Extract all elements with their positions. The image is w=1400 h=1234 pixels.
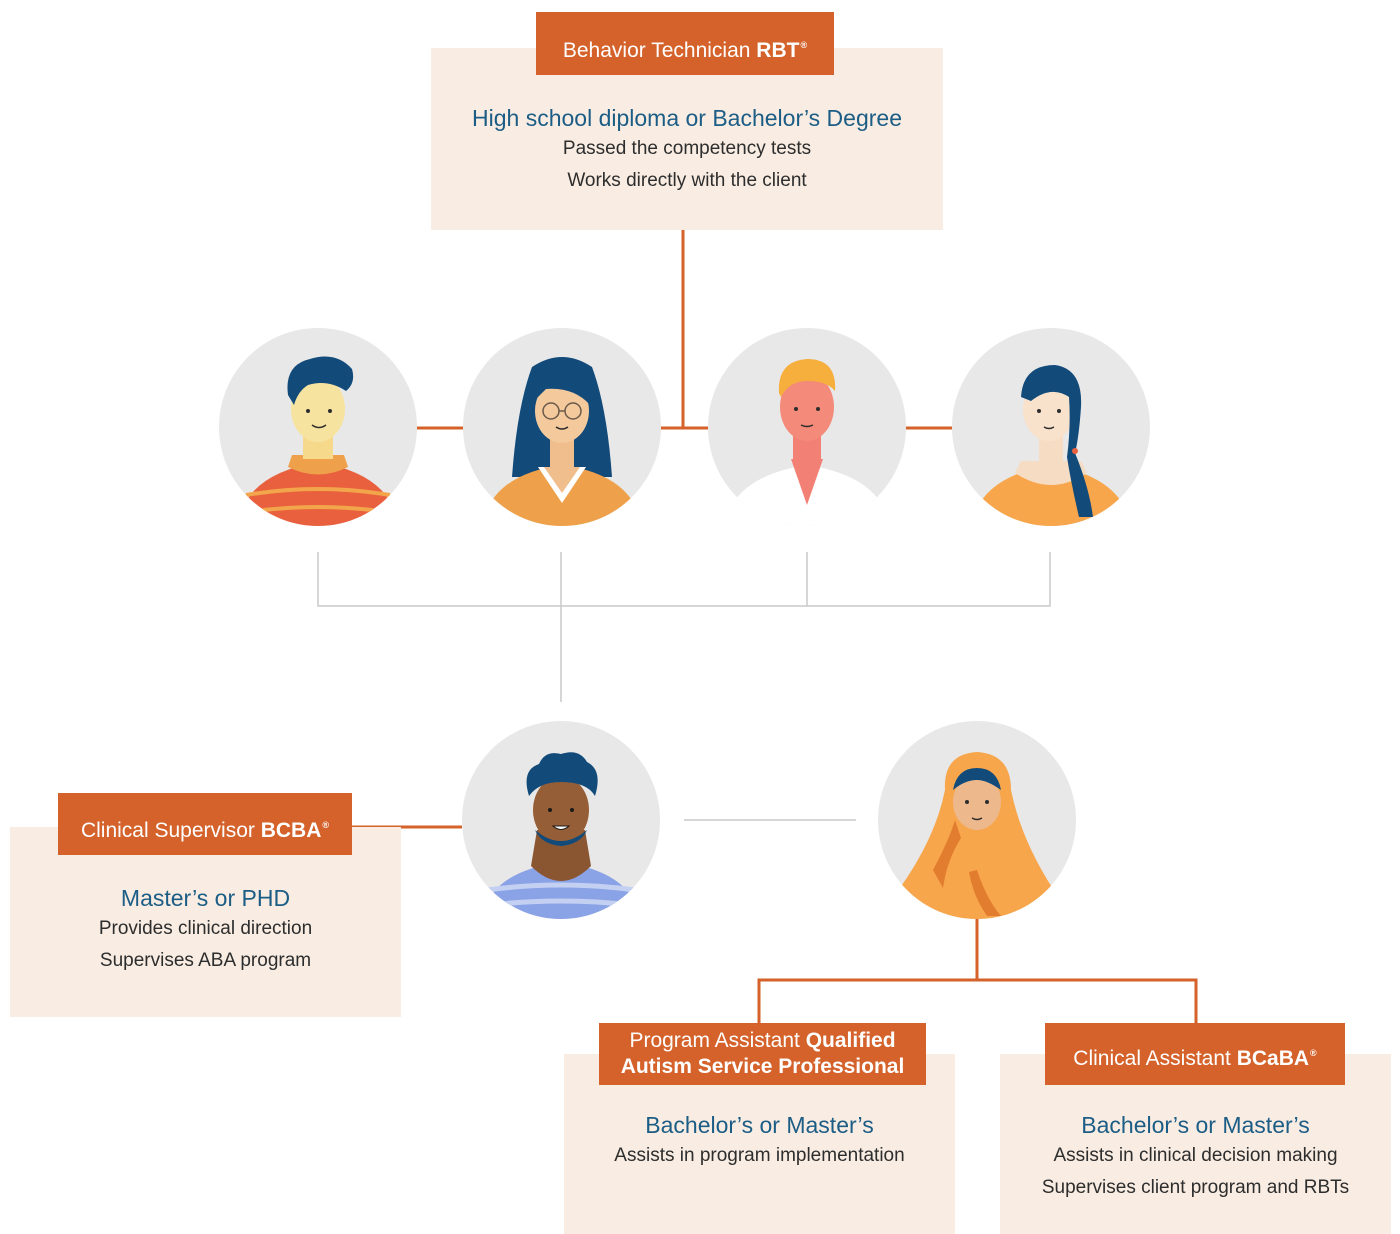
qasp-title: Program Assistant	[629, 1029, 800, 1052]
bcba-duty: Provides clinical direction	[98, 918, 313, 939]
qasp-degree: Bachelor’s or Master’s	[645, 1112, 874, 1138]
bcba-card: Master’s or PHD Provides clinical direct…	[10, 827, 401, 1017]
connector-grey-left	[317, 552, 1051, 607]
rbt-degree: High school diploma or Bachelor’s Degree	[472, 105, 902, 131]
rbt-duty: Passed the competency tests	[562, 138, 812, 159]
bcba-credential: BCBA	[260, 819, 322, 842]
qasp-duty: Assists in program implementation	[614, 1145, 905, 1166]
qasp-credential-2: Autism Service Professional	[620, 1055, 905, 1078]
avatar	[219, 328, 417, 526]
avatar	[878, 721, 1076, 919]
bcba-title-tag: Clinical Supervisor BCBA®	[58, 793, 352, 855]
bcaba-duty: Assists in clinical decision making	[1053, 1145, 1338, 1166]
registered-mark: ®	[1310, 1048, 1317, 1058]
bcaba-degree: Bachelor’s or Master’s	[1081, 1112, 1310, 1138]
connector-avatar6-branch	[757, 918, 979, 1023]
qasp-title-tag: Program Assistant Qualified Autism Servi…	[599, 1023, 926, 1085]
bcba-title: Clinical Supervisor	[80, 819, 255, 842]
qasp-credential-1: Qualified	[805, 1029, 896, 1052]
bcaba-title-tag: Clinical Assistant BCaBA®	[1045, 1023, 1345, 1085]
avatar	[463, 328, 661, 526]
rbt-card: High school diploma or Bachelor’s Degree…	[431, 48, 943, 230]
rbt-credential: RBT	[756, 39, 800, 62]
avatar	[708, 328, 906, 526]
qasp-title-line2: Autism Service Professional	[599, 1054, 926, 1080]
registered-mark: ®	[800, 40, 808, 50]
bcaba-title: Clinical Assistant	[1073, 1047, 1231, 1070]
avatar	[462, 721, 660, 919]
qasp-title-line1: Program Assistant Qualified	[599, 1028, 926, 1054]
avatar	[952, 328, 1150, 526]
bcaba-duty: Supervises client program and RBTs	[1041, 1177, 1350, 1198]
bcba-degree: Master’s or PHD	[120, 885, 291, 911]
rbt-title-tag: Behavior Technician RBT®	[536, 12, 834, 75]
rbt-duty: Works directly with the client	[567, 170, 807, 191]
registered-mark: ®	[322, 820, 330, 830]
connector-branch-bcaba	[977, 978, 1198, 1023]
bcaba-credential: BCaBA	[1236, 1047, 1310, 1070]
bcba-duty: Supervises ABA program	[99, 950, 312, 971]
rbt-title: Behavior Technician	[562, 39, 751, 62]
